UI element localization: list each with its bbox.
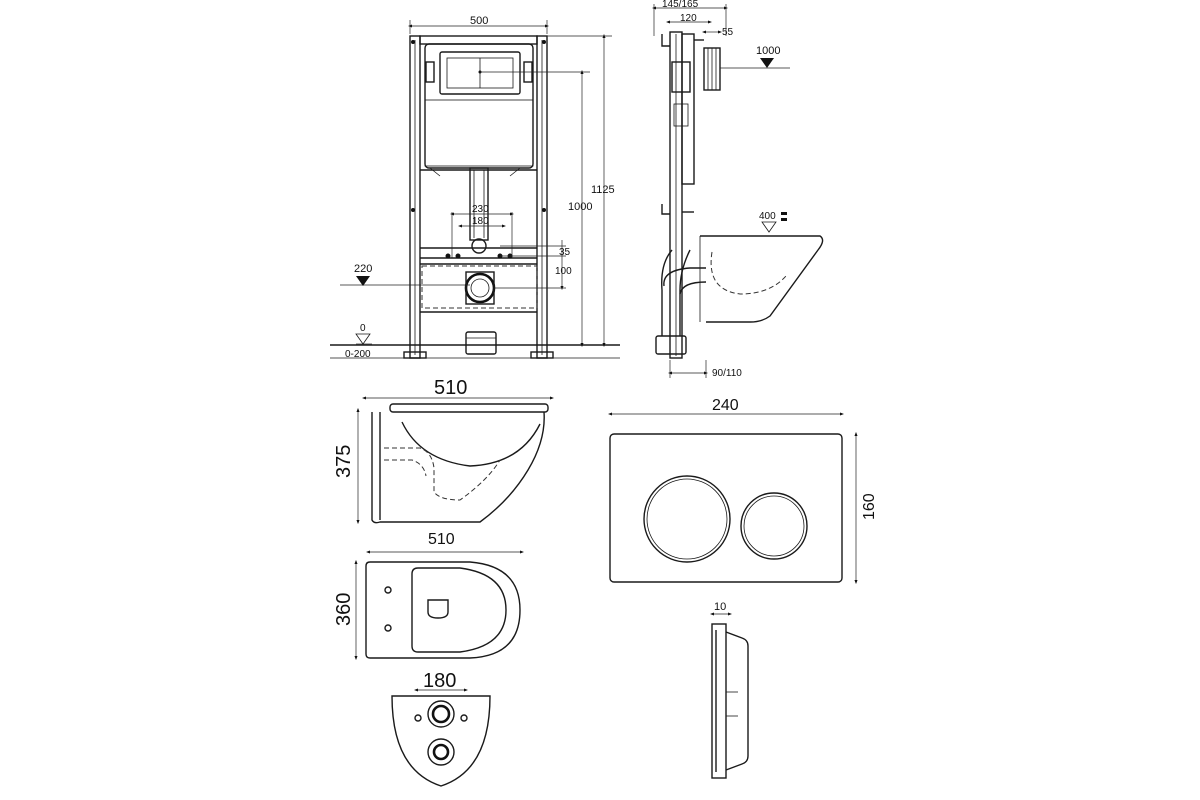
dim-plate-width: 240 (712, 397, 739, 414)
bowl-top-view (365, 561, 521, 659)
flush-plate-side-dimensions: 10 (709, 601, 733, 616)
flush-plate-side (711, 623, 749, 779)
dim-frame-width: 500 (470, 15, 488, 27)
dim-depth-options: 145/165 (662, 0, 699, 10)
dim-outlet-inner: 180 (472, 216, 489, 227)
dim-drain-pipe: 90/110 (712, 368, 742, 379)
bowl-rear-view (391, 695, 491, 787)
level-floor: 0 (360, 323, 366, 334)
level-drain: 220 (354, 263, 372, 275)
dim-pipe-depth: 55 (722, 27, 734, 38)
dim-bowl-length-side: 510 (434, 377, 467, 399)
dim-frame-height: 1125 (591, 184, 615, 196)
frame-side-view (655, 31, 824, 359)
dim-flush-height: 1000 (568, 201, 592, 213)
dim-bowl-length-top: 510 (428, 531, 455, 548)
flush-plate-dimensions: 240 160 (607, 397, 878, 585)
bowl-side-view (371, 403, 549, 524)
side-dimensions: 145/165 120 55 1000 400 90/110 (651, 0, 790, 379)
dim-outlet-outer: 230 (472, 204, 489, 215)
bowl-rear-dimensions: 180 (413, 670, 469, 692)
level-side-flush: 1000 (756, 45, 780, 57)
level-floor-adjust: 0-200 (345, 349, 371, 360)
dim-drain-offset: 100 (555, 266, 572, 277)
flush-plate-front (609, 433, 843, 583)
dim-plate-thickness: 10 (714, 601, 726, 613)
frame-front-view (330, 35, 620, 359)
bowl-top-dimensions: 510 360 (333, 531, 525, 661)
front-dimensions: 500 1125 1000 230 180 35 100 220 0 0-200 (340, 15, 615, 360)
dim-outlet-offset: 35 (559, 247, 571, 258)
bowl-side-dimensions: 510 375 (333, 377, 555, 525)
dim-bolt-spacing: 180 (423, 670, 456, 692)
dim-bowl-height: 375 (333, 445, 355, 478)
dim-depth-frame: 120 (680, 13, 697, 24)
dim-plate-height: 160 (861, 493, 878, 520)
dim-bowl-width: 360 (333, 593, 355, 626)
level-bowl-height: 400 (759, 211, 776, 222)
